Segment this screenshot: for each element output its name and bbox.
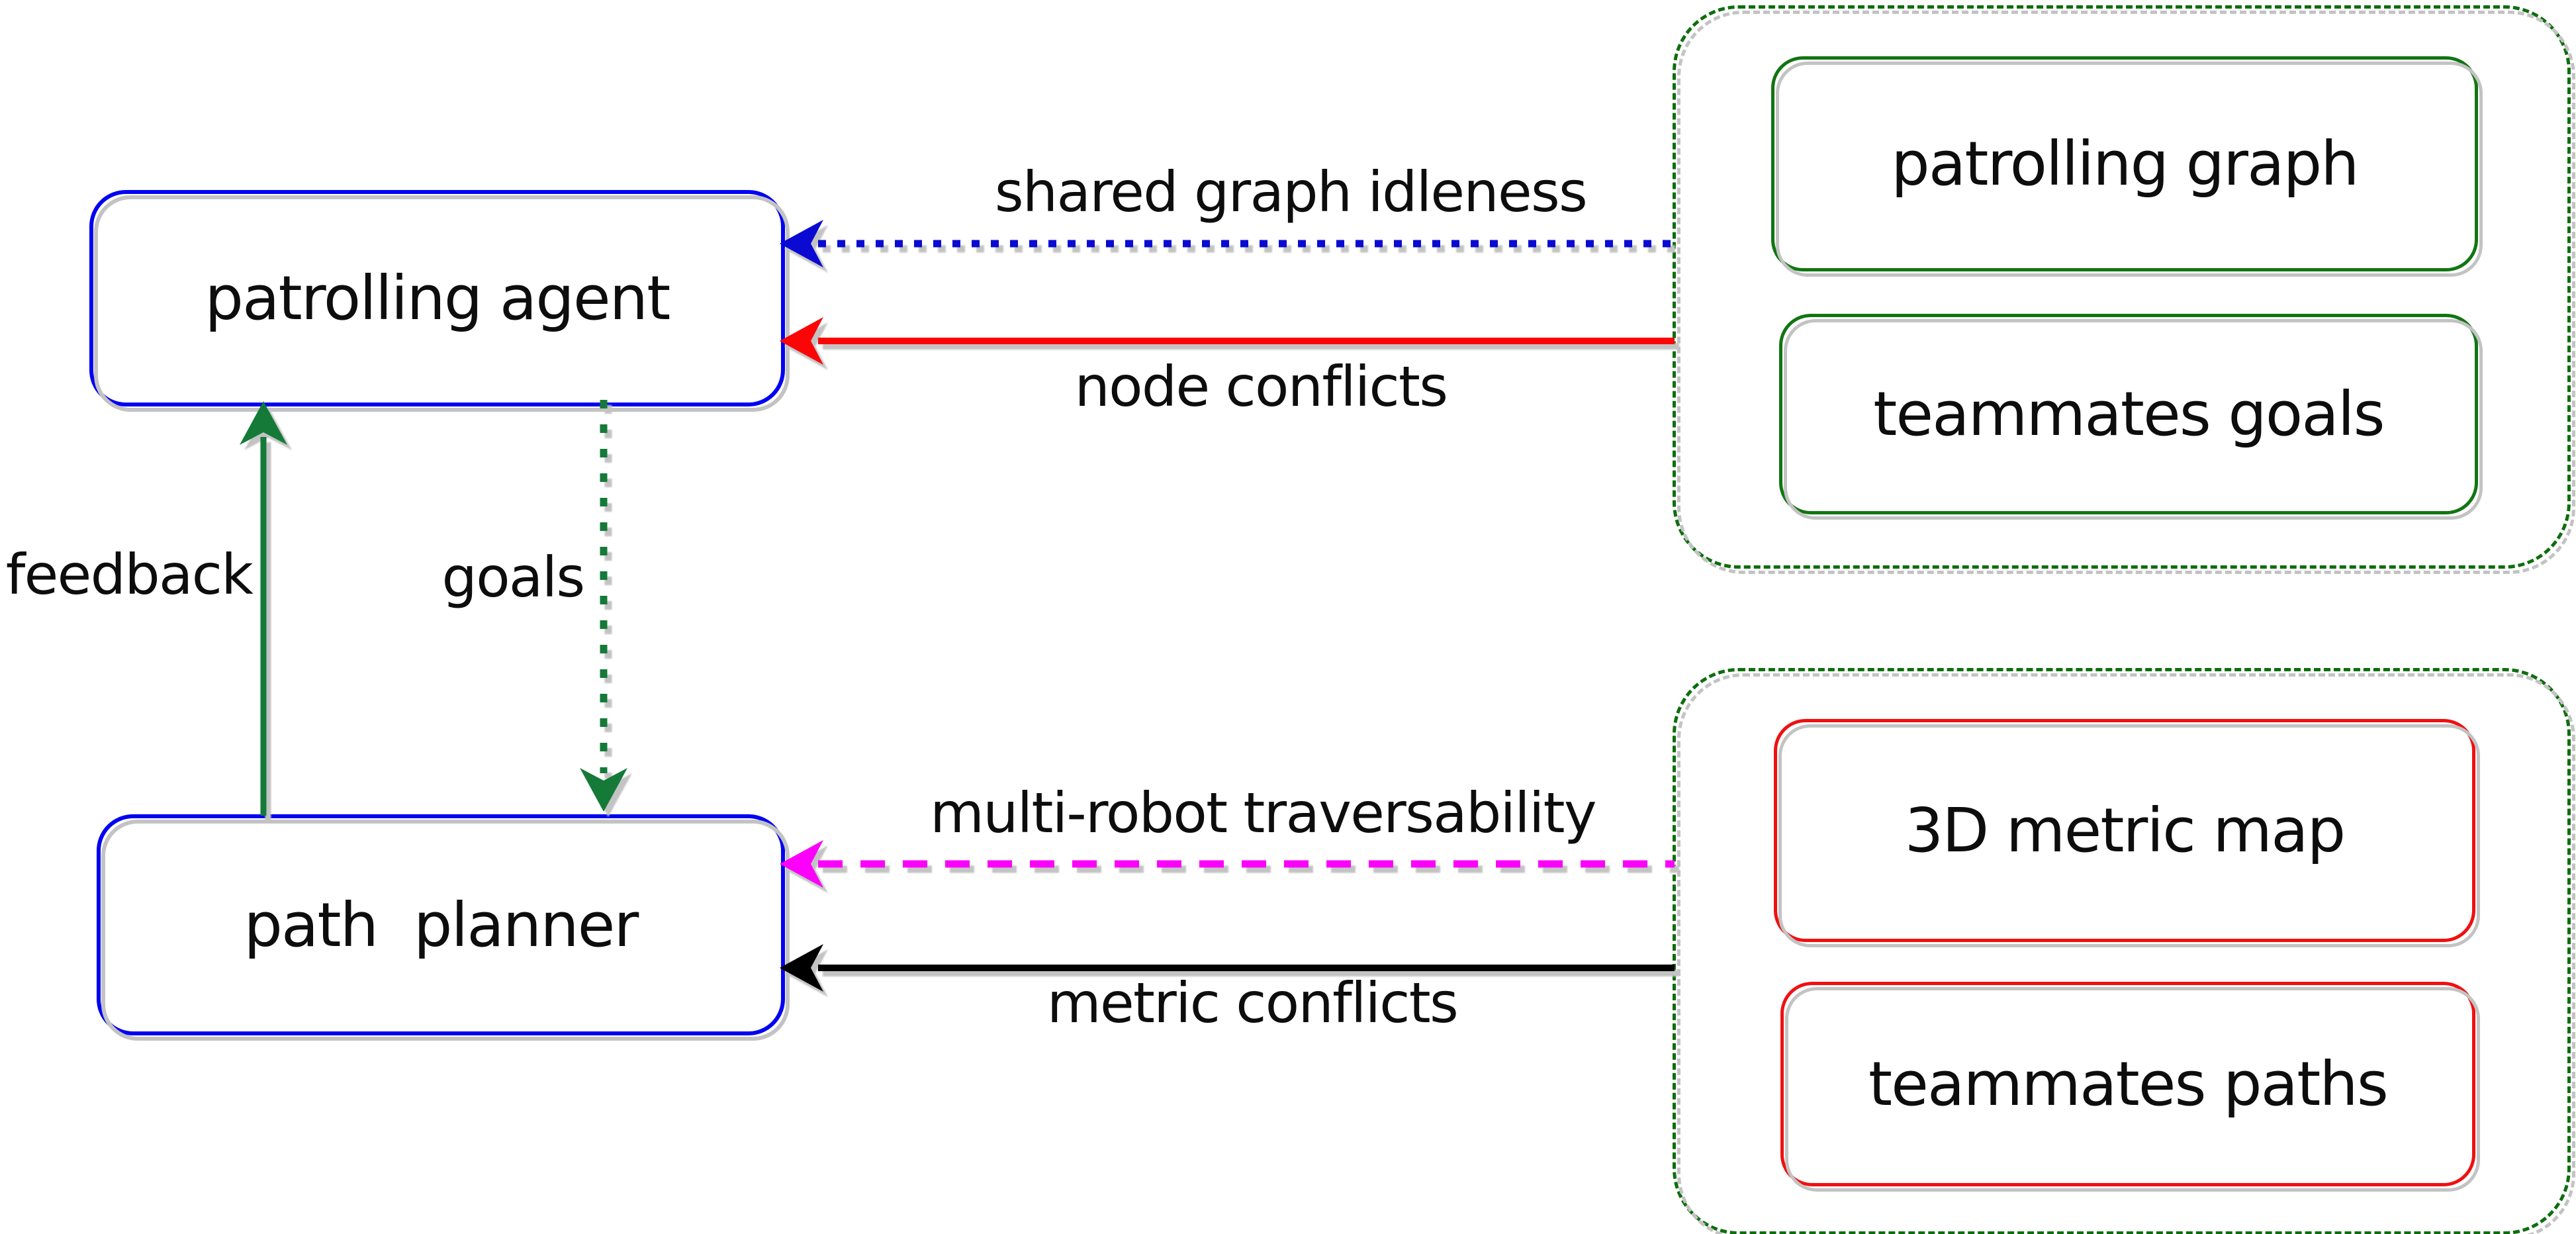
edge-multi-robot-traversability-arrow (780, 840, 1675, 888)
node-path-planner-label: path planner (244, 889, 639, 961)
edge-metric-conflicts-arrow (780, 944, 1675, 992)
edge-goals-arrow (580, 400, 627, 812)
group-graph-inputs (1673, 5, 2571, 569)
arrowhead-left-icon (780, 840, 823, 888)
node-3d-metric-map: 3D metric map (1774, 719, 2475, 942)
arrowhead-left-icon (780, 317, 823, 365)
edge-label-feedback: feedback (5, 542, 253, 607)
edge-label-metric-conflicts: metric conflicts (1046, 971, 1459, 1035)
edge-label-shared-graph-idleness: shared graph idleness (994, 160, 1588, 224)
edge-label-multi-robot-traversability: multi-robot traversability (930, 781, 1597, 845)
arrowhead-up-icon (240, 401, 287, 445)
node-patrolling-graph: patrolling graph (1771, 56, 2478, 271)
group-metric-inputs (1673, 668, 2571, 1234)
arrowhead-left-icon (780, 220, 823, 267)
node-3d-metric-map-label: 3D metric map (1904, 795, 2346, 866)
node-path-planner: path planner (97, 814, 785, 1035)
node-patrolling-agent-label: patrolling agent (205, 263, 671, 334)
arrowhead-left-icon (780, 944, 823, 992)
edge-node-conflicts-arrow (780, 317, 1675, 365)
node-teammates-paths-label: teammates paths (1868, 1049, 2389, 1119)
edge-shared-graph-idleness-arrow (780, 220, 1675, 267)
node-patrolling-agent: patrolling agent (89, 190, 785, 406)
edge-label-node-conflicts: node conflicts (1074, 354, 1448, 419)
edge-feedback-arrow (240, 401, 287, 816)
node-teammates-paths: teammates paths (1780, 982, 2475, 1186)
node-patrolling-graph-label: patrolling graph (1891, 128, 2359, 199)
edge-label-goals: goals (441, 545, 586, 610)
node-teammates-goals: teammates goals (1779, 314, 2478, 514)
node-teammates-goals-label: teammates goals (1873, 379, 2385, 450)
arrowhead-down-icon (580, 768, 627, 812)
